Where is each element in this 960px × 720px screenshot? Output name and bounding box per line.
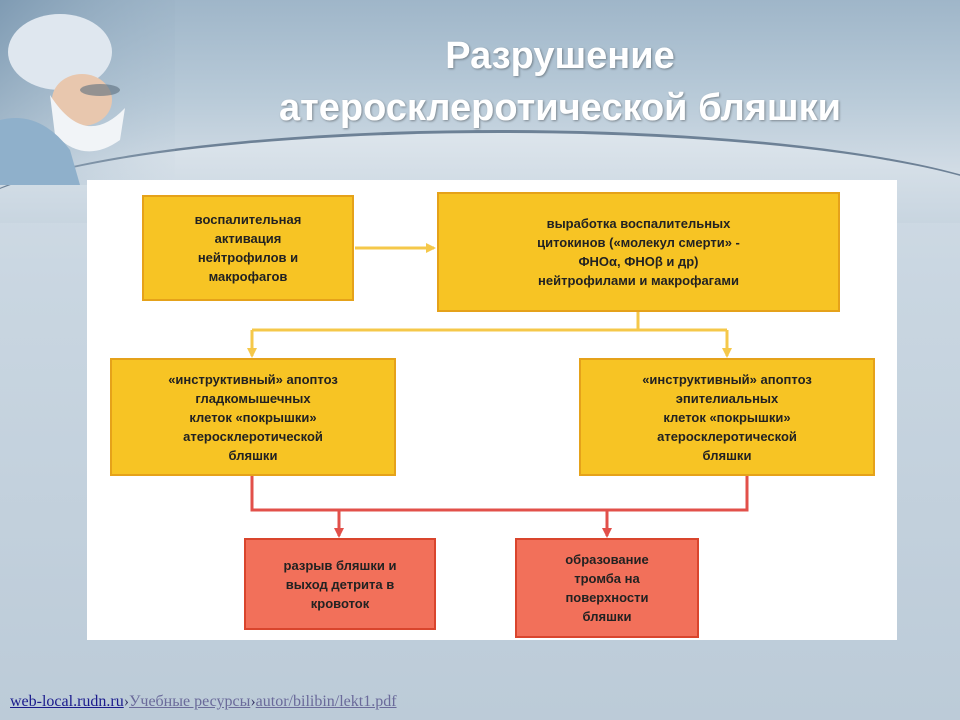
box-text-line: тромба на [574,571,640,586]
box-text-line: атеросклеротической [657,428,797,444]
source-section-link[interactable]: Учебные ресурсы [129,693,251,710]
box-text-line: «инструктивный» апоптоз [168,371,338,387]
title-line-2: атеросклеротической бляшки [278,87,841,129]
diagram-panel: воспалительная активация нейтрофилов и м… [87,180,897,640]
box-text-line: поверхности [565,590,649,605]
box-apoptosis-smooth-muscle: «инструктивный» апоптоз гладкомышечных к… [110,358,396,476]
box-text-line: воспалительная [194,212,302,227]
box-text-line: «инструктивный» апоптоз [642,371,812,387]
box-text-line: образование [565,552,649,567]
box-inflammatory-activation: воспалительная активация нейтрофилов и м… [142,195,354,301]
surgeon-photo [0,0,175,185]
box-text-line: клеток «покрышки» [189,409,317,425]
box-text-line: цитокинов («молекул смерти» - [537,235,740,250]
box-thrombus-formation: образование тромба на поверхности бляшки [515,538,699,638]
box-text-line: бляшки [228,447,278,463]
box-text-line: гладкомышечных [195,390,311,406]
source-path-link[interactable]: autor/bilibin/lekt1.pdf [255,693,397,710]
box-text-line: кровоток [310,595,370,611]
box-text-line: бляшки [702,447,752,463]
box-cytokine-production: выработка воспалительных цитокинов («мол… [437,192,840,312]
box-text-line: эпителиальных [675,390,779,406]
connector-red-bar [250,476,749,512]
box-text-line: клеток «покрышки» [663,409,791,425]
box-text-line: активация [214,231,282,246]
box-apoptosis-epithelial: «инструктивный» апоптоз эпителиальных кл… [579,358,875,476]
breadcrumb-separator: › [250,693,256,710]
box-text-line: выход детрита в [285,576,395,592]
box-text-line: макрофагов [208,269,288,284]
source-breadcrumb: web-local.rudn.ru›Учебные ресурсы›autor/… [10,693,397,711]
box-text-line: нейтрофилами и макрофагами [538,273,739,288]
breadcrumb-separator: › [123,693,130,710]
title-line-1: Разрушение [445,35,675,77]
box-text-line: нейтрофилов и [197,250,299,265]
source-site-link[interactable]: web-local.rudn.ru [10,693,124,710]
box-text-line: разрыв бляшки и [283,557,397,573]
connectors [247,243,749,538]
slide-title: Разрушение атеросклеротической бляшки [160,30,960,134]
box-plaque-rupture: разрыв бляшки и выход детрита в кровоток [244,538,436,630]
box-text-line: ФНОα, ФНОβ и др) [578,254,699,269]
box-text-line: выработка воспалительных [546,216,731,231]
box-text-line: атеросклеротической [183,428,323,444]
box-text-line: бляшки [582,609,632,624]
